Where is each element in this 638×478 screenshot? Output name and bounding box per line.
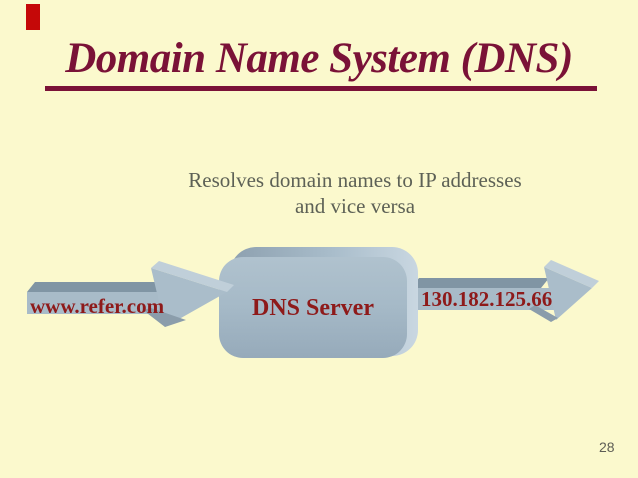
input-domain-label: www.refer.com xyxy=(30,294,165,318)
subtitle-line-1: Resolves domain names to IP addresses xyxy=(188,168,522,192)
dns-server-box xyxy=(219,247,418,358)
dns-server-label: DNS Server xyxy=(252,295,374,321)
slide-title: Domain Name System (DNS) xyxy=(65,35,573,82)
subtitle-line-2: and vice versa xyxy=(294,194,416,218)
title-underline xyxy=(45,86,597,91)
red-corner-mark xyxy=(26,4,40,30)
left-arrow xyxy=(27,261,234,327)
right-arrow xyxy=(411,260,599,322)
subtitle: Resolves domain names to IP addresses an… xyxy=(72,167,638,219)
output-ip-label: 130.182.125.66 xyxy=(421,287,553,311)
page-number: 28 xyxy=(599,439,615,455)
